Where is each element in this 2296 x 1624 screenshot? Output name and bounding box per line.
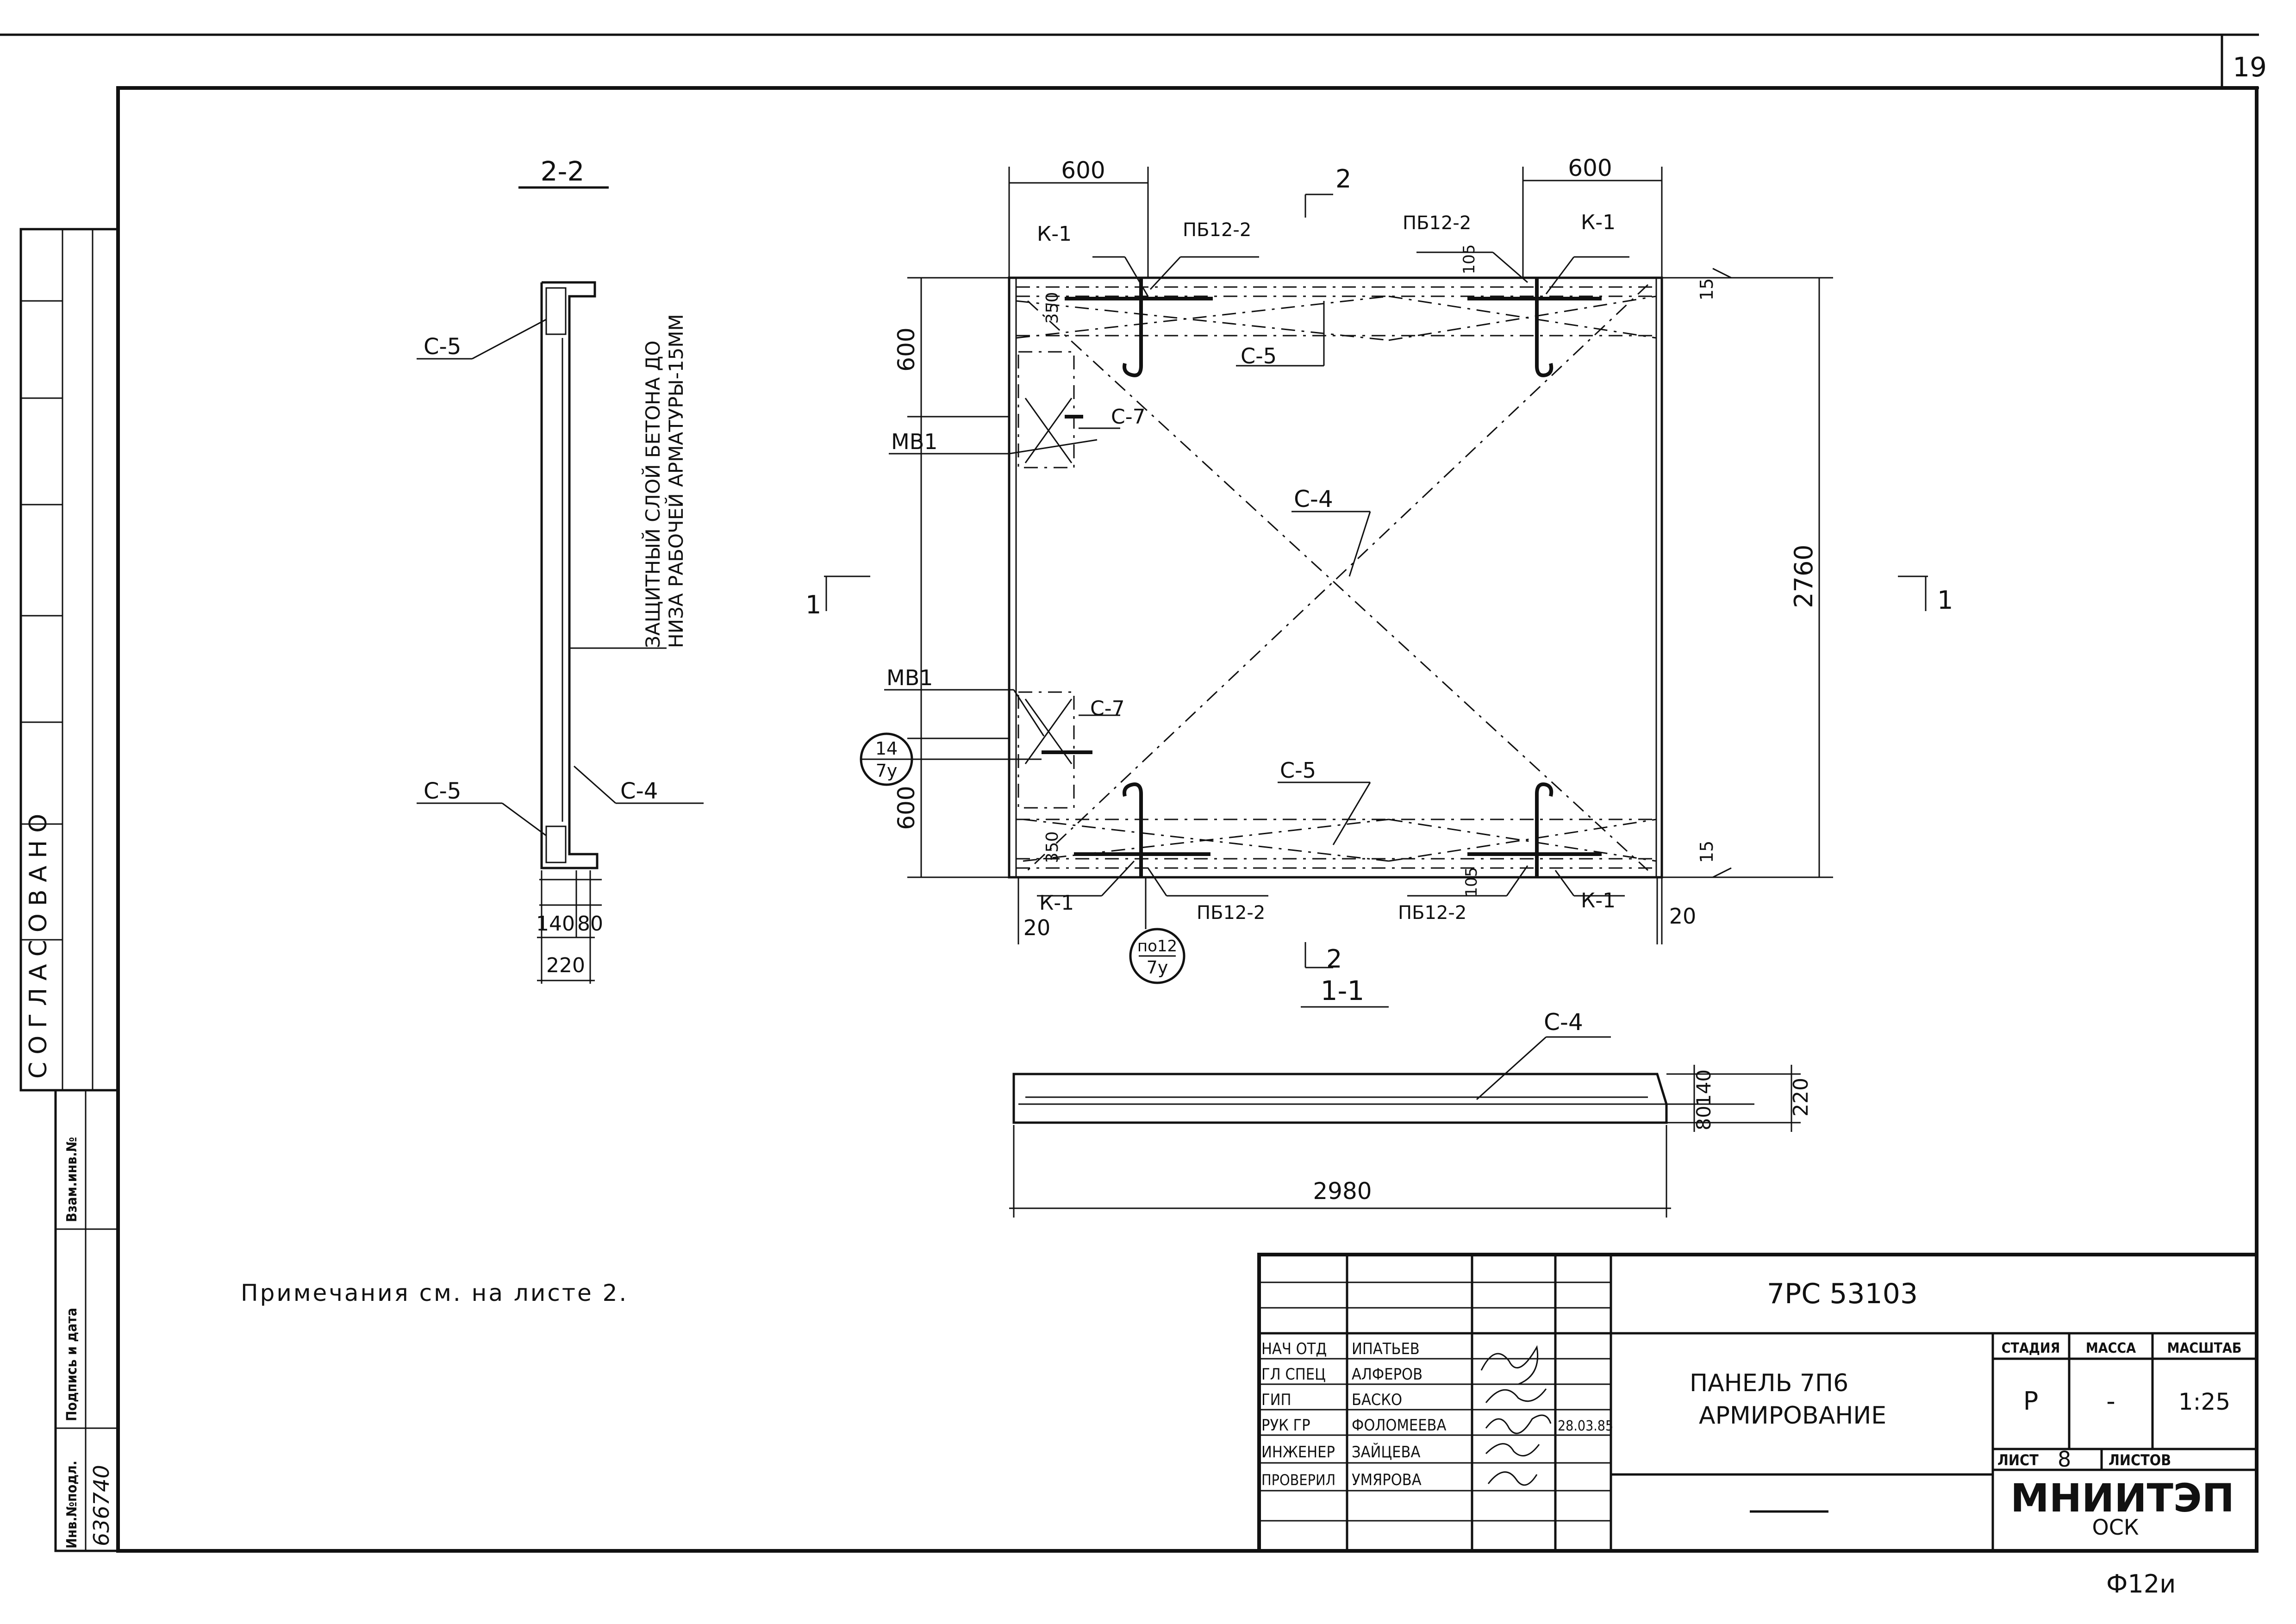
side-stamp-vzam-label: Взам.инв.№ (64, 1137, 80, 1222)
section-2-2-title: 2-2 (541, 156, 585, 187)
plan-ref-circle-2 (1129, 877, 1185, 984)
format-code: Ф12и (2106, 1569, 2176, 1599)
plan-dim-left-top-600: 600 (893, 327, 920, 371)
staff-name-6: УМЯРОВА (1352, 1471, 1422, 1489)
plan-mb1-bottom-label: МВ1 (886, 665, 933, 690)
title-block-scale: 1:25 (2178, 1388, 2230, 1415)
plan-dim-top-right-600: 600 (1568, 155, 1612, 181)
plan-c7-bottom-label: С-7 (1090, 697, 1125, 720)
plan-dim-20-right: 20 (1669, 904, 1697, 929)
title-block-sheet: 8 (2058, 1447, 2071, 1472)
plan-ref-circle-1 (860, 732, 913, 786)
staff-role-3: ГИП (1261, 1391, 1292, 1409)
plan-dim-top-left-600: 600 (1061, 157, 1105, 184)
staff-role-2: ГЛ СПЕЦ (1261, 1365, 1326, 1384)
staff-name-3: БАСКО (1352, 1391, 1402, 1409)
title-block-name-line2: АРМИРОВАНИЕ (1699, 1402, 1886, 1430)
section-2-2-dim-80: 80 (577, 912, 603, 936)
plan-cut-marker-top: 2 (1335, 164, 1351, 194)
plan-cut-marker-bottom: 2 (1326, 944, 1342, 974)
plan-ref-circle-1-top: 14 (875, 738, 898, 759)
side-stamp-inv-label: Инв.№подл. (64, 1461, 80, 1549)
plan-mb1-top-label: МВ1 (891, 429, 938, 454)
title-block-code: 7РС 53103 (1767, 1278, 1918, 1310)
title-block-mass: - (2106, 1387, 2115, 1416)
side-stamp (19, 228, 119, 1552)
section-1-1-title: 1-1 (1321, 975, 1365, 1006)
section-1-1-dim-80: 80 (1692, 1106, 1715, 1130)
staff-name-2: АЛФЕРОВ (1352, 1365, 1423, 1384)
title-block (1257, 1253, 2259, 1553)
section-2-2-dim-140: 140 (536, 912, 575, 936)
section-2-2-drawing (417, 186, 704, 984)
side-stamp-agreed-label: СОГЛАСОВАНО (25, 806, 52, 1079)
plan-pb-bottom-left-label: ПБ12-2 (1197, 902, 1265, 924)
plan-dim-105-bottom: 105 (1462, 867, 1481, 897)
plan-pb-top-left-label: ПБ12-2 (1183, 219, 1251, 241)
title-block-sheets-header: ЛИСТОВ (2109, 1451, 2171, 1469)
section-1-1-drawing (1009, 1036, 1801, 1218)
title-block-scale-header: МАСШТАБ (2167, 1340, 2242, 1356)
section-2-2-c5-top-label: С-5 (424, 334, 461, 360)
plan-cut-marker-right: 1 (1937, 586, 1953, 615)
plan-pb-top-right-label: ПБ12-2 (1403, 212, 1471, 234)
sheet-number: 19 (2233, 51, 2267, 83)
section-1-1-dim-140: 140 (1692, 1069, 1715, 1106)
plan-k1-top-left-label: К-1 (1037, 222, 1072, 246)
plan-c5-bottom-label: С-5 (1280, 758, 1316, 783)
title-block-stage-header: СТАДИЯ (2002, 1340, 2060, 1356)
plan-dim-15-top: 15 (1697, 278, 1717, 300)
plan-ref-circle-1-bottom: 7у (876, 761, 898, 781)
title-block-name-line1: ПАНЕЛЬ 7П6 (1690, 1369, 1848, 1397)
plan-dim-left-bottom-600: 600 (893, 786, 920, 830)
section-1-1-dim-220: 220 (1789, 1078, 1813, 1117)
section-2-2-cover-note-line2: НИЗА РАБОЧЕЙ АРМАТУРЫ-15ММ (664, 314, 687, 648)
plan-pb-bottom-right-label: ПБ12-2 (1398, 902, 1466, 924)
section-1-1-dim-2980: 2980 (1313, 1178, 1372, 1205)
title-block-mass-header: МАССА (2086, 1340, 2136, 1356)
plan-dim-350-top: 350 (1043, 292, 1062, 324)
plan-dim-105-top: 105 (1460, 244, 1479, 275)
plan-cut-marker-left: 1 (805, 590, 821, 619)
side-stamp-inv-number: 636740 (89, 1465, 114, 1546)
plan-dim-20-left: 20 (1023, 915, 1051, 940)
staff-role-6: ПРОВЕРИЛ (1261, 1471, 1335, 1489)
plan-k1-top-right-label: К-1 (1581, 211, 1616, 234)
section-2-2-cover-note-line1: ЗАЩИТНЫЙ СЛОЙ БЕТОНА ДО (641, 341, 664, 648)
staff-name-1: ИПАТЬЕВ (1352, 1340, 1420, 1358)
sheet-frame (0, 33, 2259, 1553)
general-note: Примечания см. на листе 2. (241, 1280, 628, 1306)
staff-role-4: РУК ГР (1261, 1416, 1310, 1435)
plan-ref-circle-2-top: по12 (1137, 937, 1177, 956)
section-1-1-c4-label: С-4 (1544, 1009, 1583, 1036)
title-block-org-sub: ОСК (2092, 1515, 2139, 1540)
plan-dim-15-bottom: 15 (1697, 841, 1717, 863)
plan-c7-top-label: С-7 (1111, 405, 1146, 429)
title-block-org: МНИИТЭП (2010, 1475, 2234, 1521)
plan-dim-right-2760: 2760 (1789, 544, 1818, 608)
plan-ref-circle-2-bottom: 7у (1147, 957, 1168, 978)
staff-role-1: НАЧ ОТД (1261, 1340, 1327, 1358)
title-block-date: 28.03.85 (1558, 1418, 1613, 1434)
section-2-2-c5-bottom-label: С-5 (424, 778, 461, 804)
staff-role-5: ИНЖЕНЕР (1261, 1443, 1335, 1462)
plan-c4-label: С-4 (1294, 486, 1333, 512)
plan-drawing (824, 167, 1928, 1008)
plan-c5-top-label: С-5 (1241, 344, 1277, 369)
section-2-2-dim-220: 220 (546, 954, 585, 977)
plan-k1-bottom-right-label: К-1 (1581, 889, 1616, 912)
handwritten-signatures (1480, 1345, 1552, 1486)
title-block-sheet-header: ЛИСТ (1997, 1451, 2039, 1469)
section-2-2-c4-label: С-4 (620, 778, 658, 804)
plan-dim-350-bottom: 350 (1043, 831, 1062, 863)
staff-name-4: ФОЛОМЕЕВА (1352, 1416, 1447, 1435)
staff-name-5: ЗАЙЦЕВА (1352, 1443, 1420, 1462)
plan-k1-bottom-left-label: К-1 (1039, 891, 1074, 915)
title-block-stage: Р (2023, 1387, 2039, 1416)
side-stamp-sign-date-label: Подпись и дата (64, 1308, 80, 1421)
